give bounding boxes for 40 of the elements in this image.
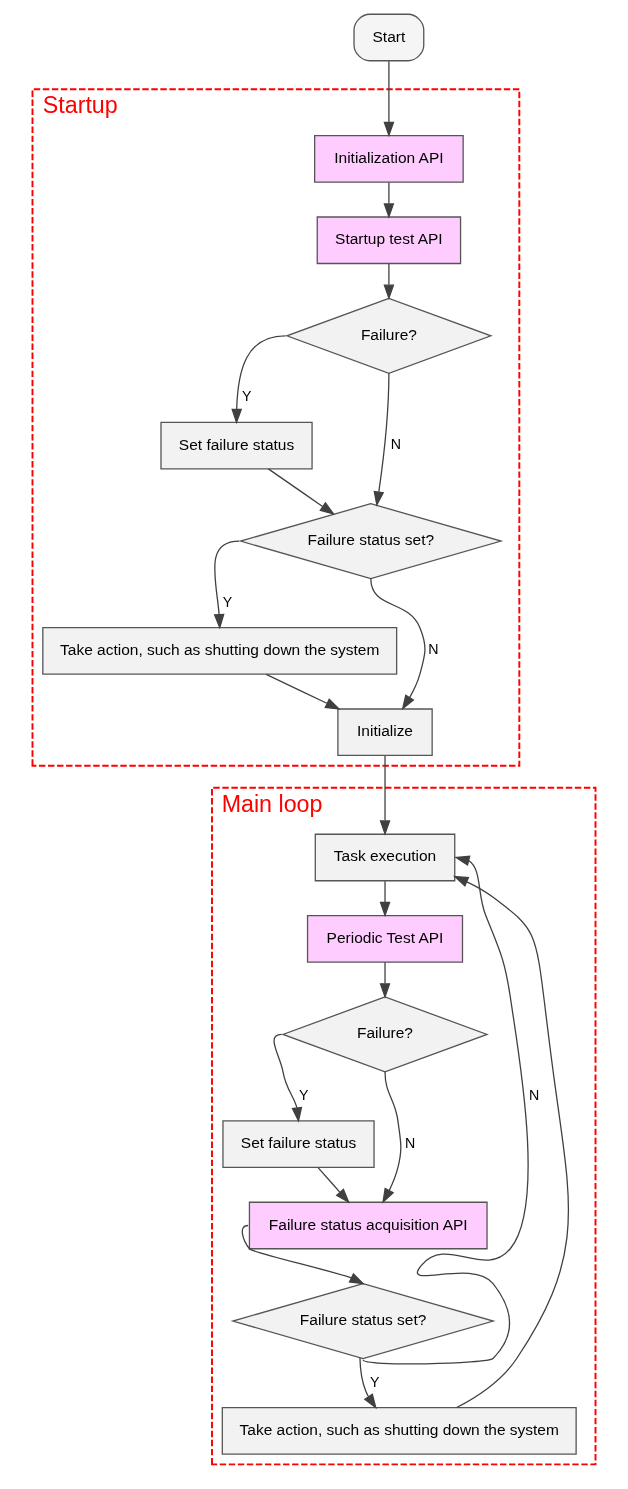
arrow (231, 335, 287, 425)
node-box: Failure status acquisition API (248, 1201, 488, 1250)
arrow (213, 540, 240, 630)
arrow (383, 60, 395, 138)
edge-label: Y (369, 1373, 380, 1390)
arrow (382, 1071, 402, 1204)
node-diamond: Failure status set? (230, 1282, 496, 1360)
arrow (383, 262, 395, 301)
arrow (362, 855, 529, 1365)
edge-label: N (390, 436, 402, 453)
node-box: Startup test API (316, 216, 462, 265)
arrow (379, 961, 391, 999)
node-box: Periodic Test API (306, 914, 464, 963)
edge-label: Y (222, 593, 233, 610)
node-box: Initialize (337, 708, 433, 757)
arrow (317, 1167, 350, 1204)
node-box: Set failure status (160, 421, 313, 470)
node-diamond: Failure? (281, 996, 489, 1073)
arrow (370, 577, 426, 711)
node-box: Task execution (314, 833, 456, 882)
node-box: Take action, such as shutting down the system (221, 1406, 577, 1455)
edge-label: N (428, 641, 439, 658)
edge-label: Y (242, 388, 252, 405)
edge-label: Y (298, 1087, 309, 1103)
arrow (273, 1033, 303, 1123)
node-box: Set failure status (222, 1120, 375, 1169)
arrow (373, 372, 390, 507)
node-box: Start (353, 13, 425, 62)
node-box: Initialization API (314, 135, 464, 183)
arrow (379, 880, 391, 918)
arrow (265, 673, 341, 710)
arrow (267, 468, 336, 516)
arrow (359, 1357, 377, 1410)
edge-label: N (405, 1134, 416, 1151)
arrow (379, 755, 391, 836)
arrow (452, 875, 570, 1409)
node-box: Take action, such as shutting down the system (42, 627, 398, 675)
edge-label: N (529, 1087, 540, 1103)
node-diamond: Failure? (285, 297, 493, 374)
arrow (383, 181, 395, 219)
